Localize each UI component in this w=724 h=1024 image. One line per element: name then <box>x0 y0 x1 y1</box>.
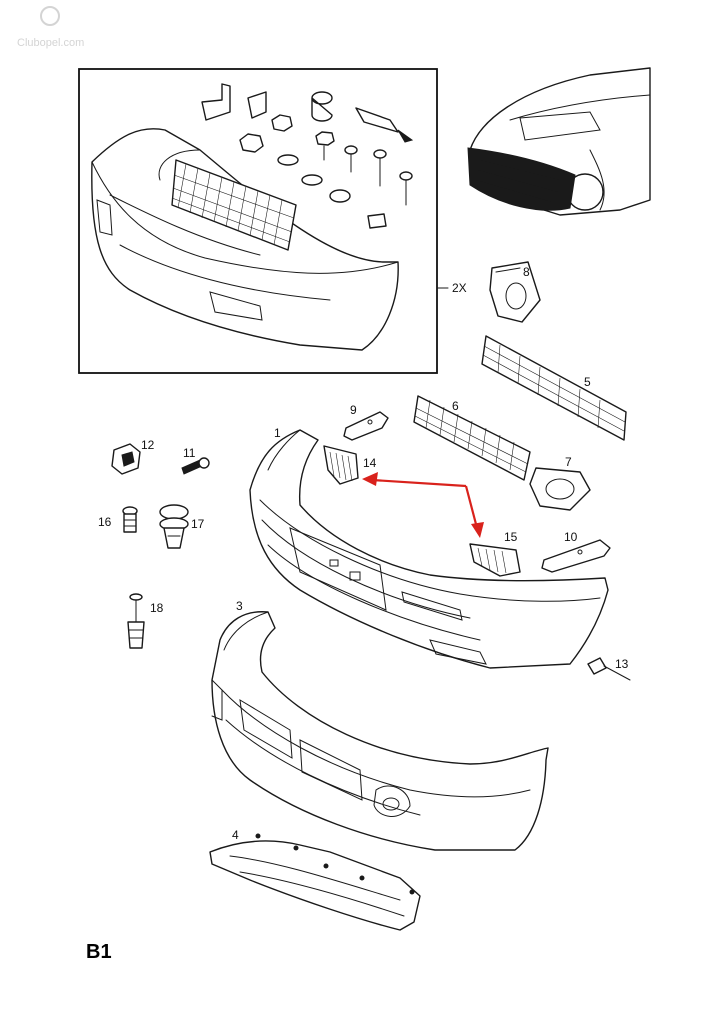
callout-13: 13 <box>615 657 629 671</box>
callout-9: 9 <box>350 403 357 417</box>
callout-16: 16 <box>98 515 112 529</box>
inset-grille-mesh <box>171 159 297 251</box>
part-12-clip <box>111 443 141 475</box>
callout-17: 17 <box>191 517 205 531</box>
callout-8: 8 <box>523 265 530 279</box>
callout-18: 18 <box>150 601 164 615</box>
callout-2x: 2X <box>452 281 467 295</box>
inset-kit-box <box>78 68 438 374</box>
part-13-rivet <box>587 657 631 681</box>
brand-logo-icon <box>40 6 60 26</box>
part-15-guide <box>469 543 521 577</box>
callout-6: 6 <box>452 399 459 413</box>
part-1-bumper-support <box>249 429 609 669</box>
part-14-guide <box>323 445 359 485</box>
part-9-bracket <box>343 411 389 441</box>
inset-hardware <box>201 83 414 229</box>
callout-15: 15 <box>504 530 518 544</box>
callout-11: 11 <box>183 446 196 460</box>
callout-7: 7 <box>565 455 572 469</box>
part-6-mesh-grille <box>413 395 531 481</box>
part-8-fog-bezel <box>489 261 541 323</box>
callout-10: 10 <box>564 530 578 544</box>
part-3-bumper-cover <box>211 611 549 851</box>
part-4-undertray <box>209 833 421 931</box>
part-17-expansion-rivet <box>159 504 189 549</box>
part-5-lower-grille <box>481 335 627 441</box>
callout-4: 4 <box>232 828 239 842</box>
watermark-text: Clubopel.com <box>17 37 84 49</box>
part-16-push-pin <box>122 506 138 533</box>
sheet-id: B1 <box>86 941 112 963</box>
highlight-arrows <box>362 472 484 538</box>
part-7-fog-bezel <box>529 467 591 511</box>
part-10-bracket <box>541 539 611 573</box>
part-18-bolt <box>127 593 145 649</box>
watermark: Clubopel.com <box>17 6 84 49</box>
callout-12: 12 <box>141 438 155 452</box>
callout-5: 5 <box>584 375 591 389</box>
part-11-screw <box>181 457 210 475</box>
inset-bumper <box>91 128 399 351</box>
callout-1: 1 <box>274 426 281 440</box>
callout-14: 14 <box>363 456 377 470</box>
callout-3: 3 <box>236 599 243 613</box>
car-thumbnail <box>467 67 651 216</box>
